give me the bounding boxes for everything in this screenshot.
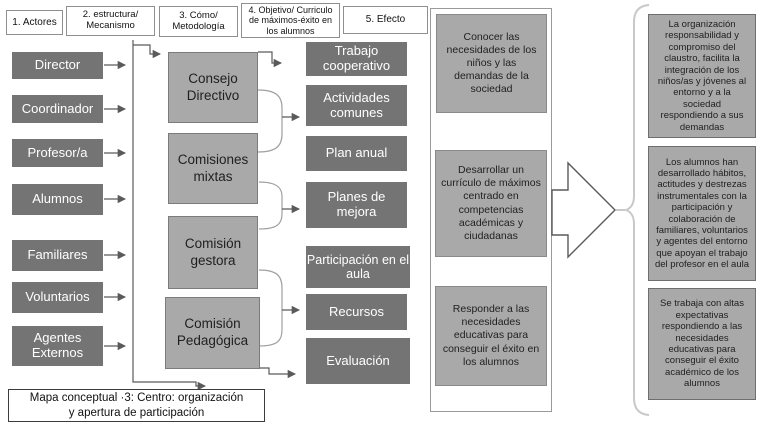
spine-bottom-arrow	[132, 377, 207, 391]
spine-to-consejo-arrow	[133, 44, 162, 59]
header-objetivo: 4. Objetivo/ Curriculo de máximos-éxito …	[241, 3, 340, 38]
bracket-2	[258, 181, 283, 230]
structure-comision-gestora: Comisión gestora	[168, 216, 258, 289]
actor-profesor: Profesor/a	[12, 139, 103, 167]
bracket-1	[257, 89, 283, 153]
effect-altas-expectativas: Se trabaja con altas expectativas respon…	[648, 288, 756, 400]
header-efecto: 5. Efecto	[343, 6, 428, 34]
method-recursos: Recursos	[306, 294, 407, 330]
objective-conocer: Conocer las necesidades de los niños y l…	[436, 14, 547, 113]
method-trabajo-cooperativo: Trabajo cooperativo	[306, 42, 407, 76]
actor-alumnos: Alumnos	[12, 184, 103, 215]
header-actores: 1. Actores	[6, 10, 63, 35]
pedagogica-to-evaluacion-arrow	[258, 367, 297, 379]
consejo-to-trabajo-arrow	[258, 51, 283, 68]
method-participacion-aula: Participación en el aula	[306, 246, 410, 288]
actor-director: Director	[12, 52, 103, 79]
bracket-3	[258, 269, 283, 347]
actor-agentes-externos: Agentes Externos	[12, 326, 103, 366]
big-right-arrow	[551, 161, 616, 259]
actor-voluntarios: Voluntarios	[12, 282, 103, 313]
method-plan-anual: Plan anual	[306, 136, 407, 171]
structure-comision-pedagogica: Comisión Pedagógica	[165, 297, 260, 369]
structure-comisiones-mixtas: Comisiones mixtas	[168, 133, 258, 204]
objective-responder: Responder a las necesidades educativas p…	[435, 286, 547, 386]
effect-alumnos-habitos: Los alumnos han desarrollado hábitos, ac…	[648, 146, 756, 281]
method-planes-de-mejora: Planes de mejora	[306, 182, 407, 228]
method-actividades-comunes: Actividades comunes	[306, 85, 407, 126]
curly-brace	[623, 4, 650, 416]
structure-consejo-directivo: Consejo Directivo	[168, 52, 258, 123]
effect-organizacion: La organización responsabilidad y compro…	[648, 14, 756, 138]
header-estructura: 2. estructura/ Mecanismo	[66, 6, 155, 36]
caption: Mapa conceptual ·3: Centro: organización…	[8, 389, 265, 422]
objective-desarrollar: Desarrollar un currículo de máximos cent…	[435, 150, 547, 257]
actor-coordinador: Coordinador	[12, 95, 103, 123]
actor-familiares: Familiares	[12, 240, 103, 271]
header-como: 3. Cómo/ Metodología	[159, 6, 238, 37]
method-evaluacion: Evaluación	[306, 338, 410, 384]
